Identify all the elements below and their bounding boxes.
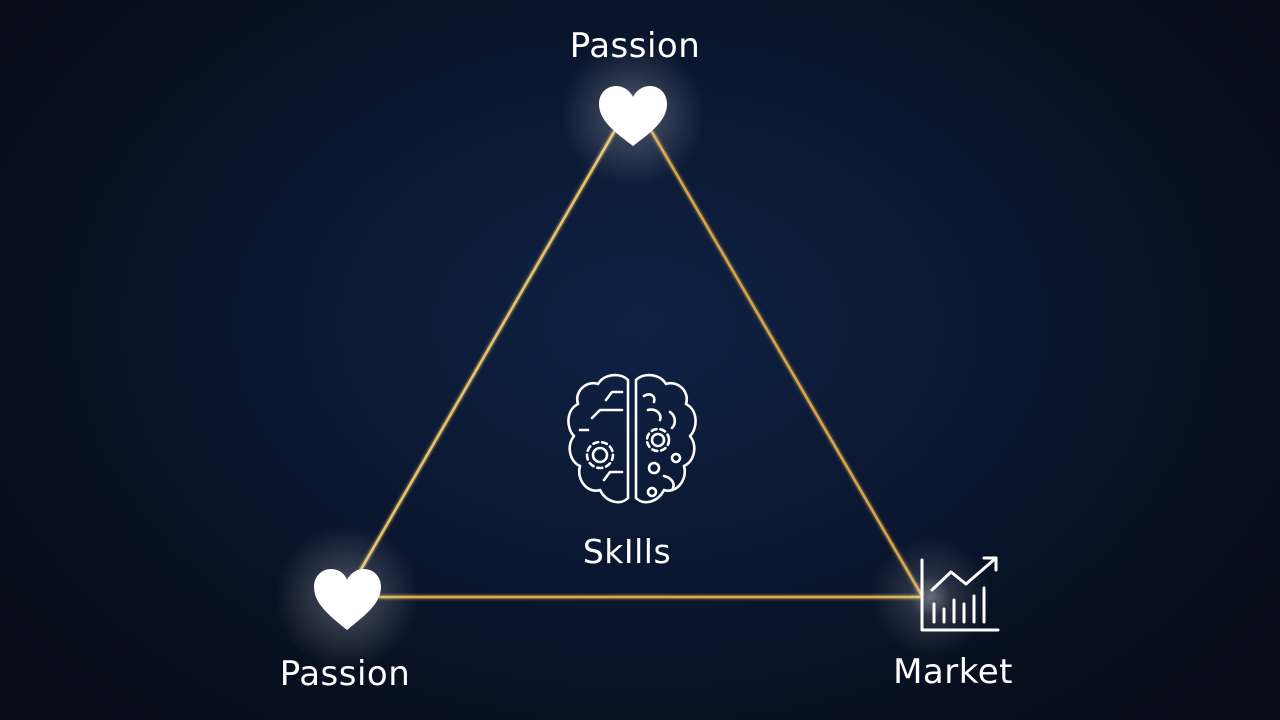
- left-node-label: Passion: [279, 654, 411, 694]
- heart-icon: [599, 86, 667, 146]
- right-node: [870, 537, 1000, 657]
- triangle-edges: [354, 130, 923, 599]
- right-node-label: Market: [893, 652, 1013, 692]
- edge-top-right: [650, 130, 923, 596]
- heart-icon: [314, 569, 381, 630]
- growth-chart-icon: [920, 556, 1000, 632]
- brain-icon: [567, 373, 697, 504]
- left-node: [275, 525, 419, 669]
- center-label: SkIlls: [582, 532, 672, 571]
- top-node: [561, 43, 705, 187]
- right-node-glow: [870, 537, 990, 657]
- edge-top-left: [354, 130, 616, 580]
- top-node-label: Passion: [569, 26, 701, 66]
